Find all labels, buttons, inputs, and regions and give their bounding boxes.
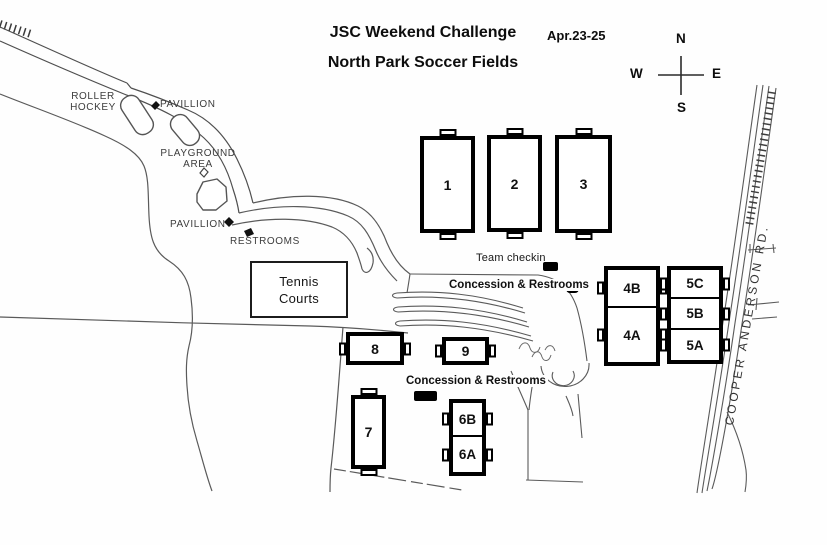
pavillion-lower-marker-icon — [224, 217, 234, 227]
field-5-complex: 5C 5B 5A — [660, 266, 730, 364]
pavillion-upper-label: PAVILLION — [160, 99, 216, 110]
restrooms-label: RESTROOMS — [230, 236, 300, 247]
title-line-2: North Park Soccer Fields — [327, 54, 519, 71]
field-8-label: 8 — [371, 340, 379, 357]
title-line-1: JSC Weekend Challenge — [329, 24, 517, 41]
event-date: Apr.23-25 — [547, 28, 606, 43]
field-5c-label: 5C — [686, 276, 704, 291]
field-4b-label: 4B — [623, 280, 641, 296]
field-8: 8 — [339, 332, 411, 365]
field-3: 3 — [555, 128, 612, 240]
goal-icon — [597, 281, 604, 295]
playground-label: PLAYGROUND AREA — [160, 148, 236, 170]
field-5a: 5A — [660, 328, 730, 360]
goal-icon — [442, 412, 449, 426]
pavillion-lower-label: PAVILLION — [170, 219, 226, 230]
compass-cross-icon — [658, 56, 704, 95]
goal-icon — [660, 338, 667, 352]
goal-icon — [660, 277, 667, 290]
field-5c: 5C — [660, 270, 730, 297]
field-6a: 6A — [442, 435, 493, 472]
cul-de-sac — [510, 362, 590, 483]
property-boundary — [0, 316, 463, 493]
goal-icon — [435, 344, 442, 358]
field-5a-label: 5A — [686, 337, 704, 353]
goal-icon — [442, 448, 449, 461]
goal-icon — [506, 232, 523, 239]
field-6a-label: 6A — [458, 447, 477, 462]
playground-marker-icon — [199, 167, 209, 178]
pavilion-shape — [169, 113, 201, 147]
goal-icon — [723, 277, 730, 290]
compass-east: E — [712, 66, 722, 81]
goal-icon — [486, 412, 493, 426]
field-4a-label: 4A — [623, 327, 641, 343]
field-5b-label: 5B — [686, 306, 704, 321]
field-7-label: 7 — [364, 424, 373, 440]
concession-lower-marker-icon — [414, 391, 437, 401]
goal-icon — [360, 469, 377, 476]
goal-icon — [439, 233, 456, 240]
field-1: 1 — [420, 129, 475, 240]
field-9: 9 — [435, 337, 496, 365]
field-6b: 6B — [442, 403, 493, 435]
goal-icon — [486, 448, 493, 461]
goal-icon — [723, 338, 730, 352]
goal-icon — [439, 129, 456, 136]
goal-icon — [506, 128, 523, 135]
field-6-complex: 6B 6A — [442, 399, 493, 476]
tennis-courts: Tennis Courts — [250, 261, 348, 318]
bush-scribbles — [518, 342, 556, 361]
restrooms-marker-icon — [244, 228, 254, 237]
field-2-label: 2 — [510, 175, 519, 192]
coastline — [0, 93, 213, 492]
s-curve-road — [231, 195, 411, 282]
team-checkin-label: Team checkin — [476, 252, 546, 264]
field-6b-label: 6B — [458, 411, 477, 427]
field-4-complex: 4B 4A — [597, 266, 667, 366]
concession-lower-label: Concession & Restrooms — [404, 375, 548, 387]
goal-icon — [339, 342, 346, 355]
field-2: 2 — [487, 128, 542, 239]
goal-icon — [723, 307, 730, 320]
field-4a: 4A — [597, 306, 667, 362]
parking-lot — [391, 273, 588, 362]
railroad-stub-icon — [0, 20, 33, 38]
field-4b: 4B — [597, 270, 667, 306]
field-3-label: 3 — [579, 176, 588, 192]
field-7: 7 — [351, 388, 386, 476]
goal-icon — [575, 233, 592, 240]
goal-icon — [360, 388, 377, 395]
field-9-label: 9 — [461, 343, 470, 359]
goal-icon — [404, 342, 411, 355]
team-checkin-marker-icon — [543, 262, 558, 271]
goal-icon — [597, 328, 604, 342]
concession-upper-label: Concession & Restrooms — [447, 279, 591, 291]
road-branches — [726, 243, 780, 493]
pavillion-upper-marker-icon — [151, 101, 160, 110]
compass-west: W — [630, 66, 643, 81]
pond-shape — [196, 178, 228, 211]
goal-icon — [660, 307, 667, 320]
roller-hockey-label: ROLLER HOCKEY — [70, 91, 116, 113]
roller-hockey-rink-shape — [119, 94, 155, 136]
goal-icon — [489, 344, 496, 358]
map-title: JSC Weekend Challenge North Park Soccer … — [302, 23, 544, 73]
compass-south: S — [677, 100, 687, 115]
goal-icon — [575, 128, 592, 135]
field-1-label: 1 — [443, 176, 452, 193]
field-5b: 5B — [660, 297, 730, 328]
cooper-anderson-road — [696, 84, 777, 494]
compass-north: N — [676, 31, 686, 46]
